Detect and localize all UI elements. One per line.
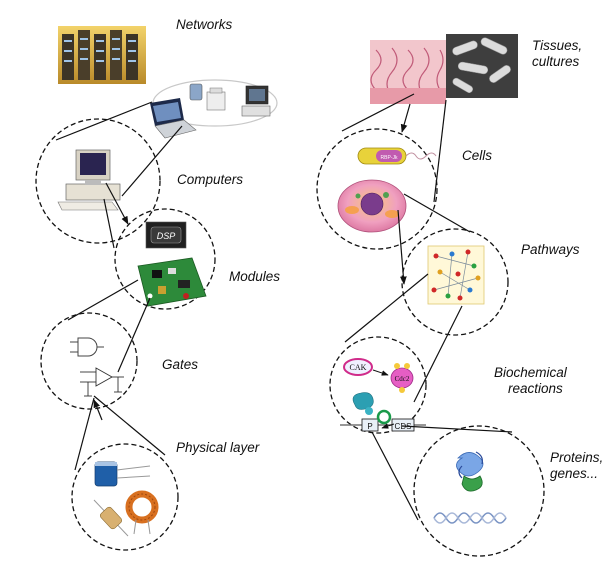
- tissues-label-line1: Tissues,: [532, 38, 583, 53]
- dsp-chip-image: DSP: [145, 221, 187, 249]
- pda-icon: [189, 83, 203, 101]
- gates-circle: [40, 312, 138, 410]
- tissue-image: [370, 40, 446, 104]
- physical-layer-label: Physical layer: [176, 440, 260, 455]
- gene-p-label: P: [367, 422, 372, 431]
- modules-circle: [114, 208, 216, 310]
- resistor-image: [93, 499, 129, 537]
- pathways-circle: [401, 228, 509, 336]
- dna-helix-image: [433, 512, 507, 524]
- cak-label: CAK: [350, 363, 367, 372]
- rbp-label: RBP-Jk: [381, 155, 398, 161]
- proteins-label-line2: genes...: [550, 466, 599, 481]
- gates-label: Gates: [162, 357, 199, 372]
- cells-circle: [316, 128, 438, 250]
- eukaryotic-cell-image: [337, 179, 407, 233]
- pathways-label: Pathways: [521, 242, 580, 257]
- desktop-icon: [241, 85, 271, 117]
- physical-layer-circle: [71, 443, 179, 551]
- modules-label: Modules: [229, 269, 281, 284]
- networks-label: Networks: [176, 17, 233, 32]
- culture-micrograph-image: [446, 34, 518, 98]
- tissues-label-line2: cultures: [532, 54, 580, 69]
- computers-circle: [35, 118, 161, 244]
- computers-label: Computers: [177, 172, 244, 187]
- transcription-factor-image: [352, 392, 374, 415]
- inductor-image: [125, 490, 159, 535]
- laptop-icon: [150, 98, 197, 139]
- proteins-label-line1: Proteins,: [550, 450, 604, 465]
- biochemical-reactions-circle: [329, 336, 427, 434]
- cells-label: Cells: [462, 148, 493, 163]
- proteins-genes-circle: [413, 425, 545, 557]
- desktop-computer-image: [57, 149, 121, 211]
- circuit-board-image: [137, 257, 207, 307]
- and-gate-icon: [70, 337, 104, 357]
- cdc2-label: Cdc2: [395, 375, 410, 383]
- cak-protein-image: CAK: [343, 358, 373, 376]
- server-room-image: [58, 26, 146, 84]
- protein-structure-image: [456, 451, 484, 492]
- printer-icon: [206, 87, 226, 111]
- dsp-label: DSP: [157, 231, 176, 241]
- pathway-network-image: [427, 245, 485, 305]
- op-amp-schematic-icon: [80, 367, 124, 397]
- bacterium-image: RBP-Jk: [357, 147, 437, 165]
- cdc2-protein-image: Cdc2: [390, 363, 414, 393]
- biochemical-label-line2: reactions: [508, 381, 563, 396]
- capacitor-image: [94, 461, 151, 487]
- biochemical-label-line1: Biochemical: [494, 365, 567, 380]
